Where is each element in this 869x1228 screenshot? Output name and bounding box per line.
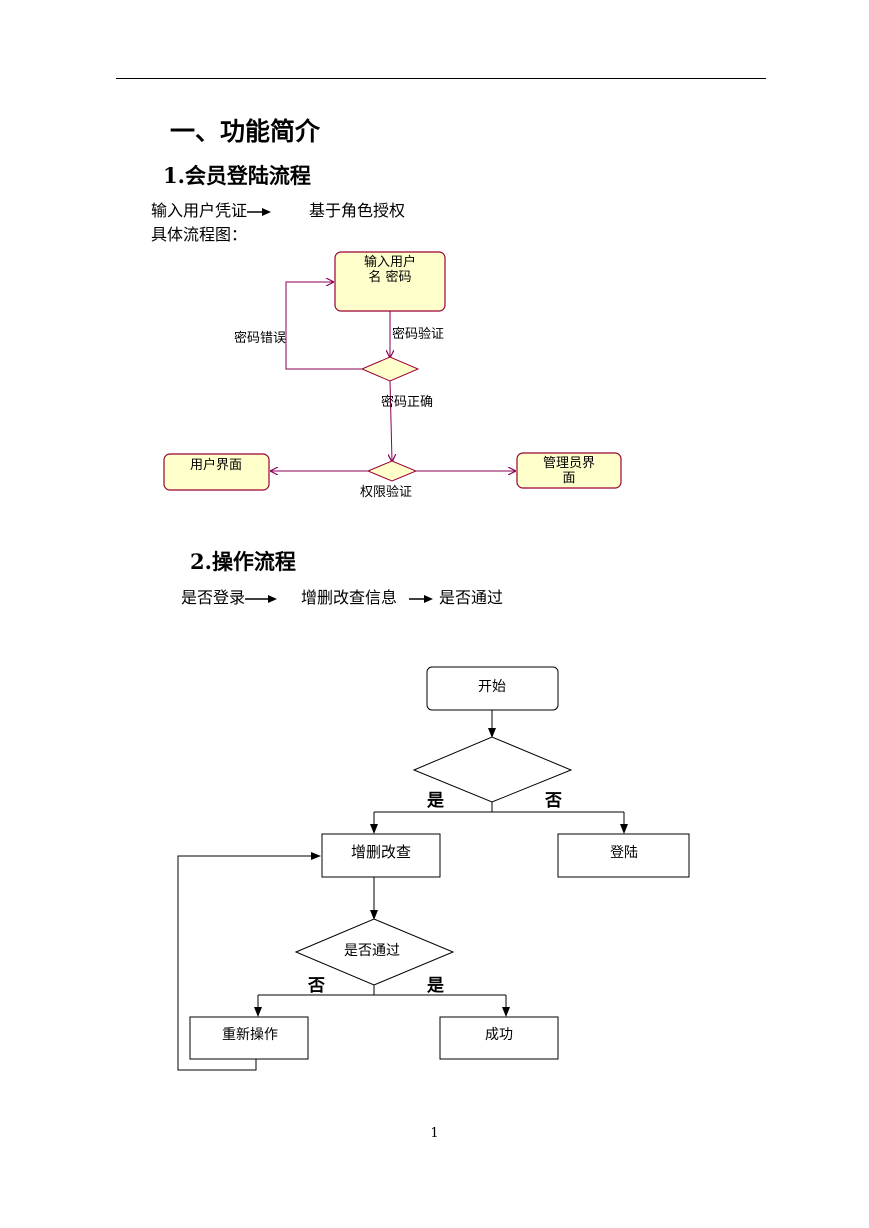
start-label: 开始 — [478, 679, 506, 695]
section1-title: 会员登陆流程 — [184, 164, 311, 188]
login-box — [557, 833, 690, 878]
permission-verify-label: 权限验证 — [360, 484, 412, 500]
right-arrow-icon — [245, 594, 278, 603]
crud-box — [321, 833, 441, 878]
section2-step1: 是否登录 — [181, 588, 246, 607]
input-box-line2: 名 密码 — [368, 269, 411, 285]
password-correct-label: 密码正确 — [381, 394, 433, 410]
no-label-2: 否 — [307, 976, 325, 996]
connector-error-loop — [285, 282, 362, 370]
header-rule — [116, 78, 766, 79]
admin-ui-line2: 面 — [562, 471, 575, 486]
page-number: 1 — [430, 1126, 439, 1141]
section1-line1: 输入用户凭证 基于角色授权 — [151, 197, 405, 221]
connector-decision-to-permission — [390, 380, 392, 461]
section2-step3: 是否通过 — [439, 588, 504, 607]
retry-label: 重新操作 — [222, 1027, 278, 1043]
login-decision-diamond — [412, 736, 573, 803]
section1-step-b: 基于角色授权 — [309, 201, 406, 220]
section2-number: 2. — [190, 549, 212, 574]
right-arrow-icon — [247, 207, 272, 216]
admin-ui-line1: 管理员界 — [543, 456, 595, 471]
password-decision-diamond — [360, 356, 420, 382]
operation-flowchart — [177, 666, 690, 1071]
connector-retry-loop — [177, 852, 321, 1071]
password-verify-label: 密码验证 — [392, 326, 444, 342]
user-ui-label: 用户界面 — [190, 457, 242, 473]
crud-label: 增删改查 — [351, 843, 411, 861]
page-heading: 一、功能简介 — [170, 117, 321, 146]
yes-label-1: 是 — [427, 791, 444, 811]
input-box-line1: 输入用户 — [364, 254, 416, 270]
section2-title: 操作流程 — [211, 550, 296, 574]
password-error-label: 密码错误 — [234, 330, 286, 346]
section1-line2: 具体流程图： — [151, 225, 248, 244]
right-arrow-icon — [409, 594, 434, 603]
login-label: 登陆 — [610, 845, 638, 861]
permission-decision-diamond — [366, 460, 418, 482]
section2-step2: 增删改查信息 — [301, 588, 398, 607]
retry-box — [189, 1016, 309, 1060]
yes-label-2: 是 — [427, 976, 444, 996]
user-ui-box — [163, 453, 270, 491]
section1-number: 1. — [163, 163, 185, 188]
no-label-1: 否 — [544, 791, 562, 811]
section1-step-a: 输入用户凭证 — [151, 201, 248, 220]
success-label: 成功 — [485, 1027, 513, 1043]
section2-line: 是否登录 增删改查信息 是否通过 — [181, 584, 503, 608]
section2-heading: 2.操作流程 — [190, 546, 296, 576]
admin-ui-box — [516, 452, 622, 489]
pass-decision-diamond — [294, 918, 455, 986]
success-box — [439, 1016, 559, 1060]
pass-decision-label: 是否通过 — [344, 943, 400, 959]
section1-heading: 1.会员登陆流程 — [163, 160, 311, 190]
